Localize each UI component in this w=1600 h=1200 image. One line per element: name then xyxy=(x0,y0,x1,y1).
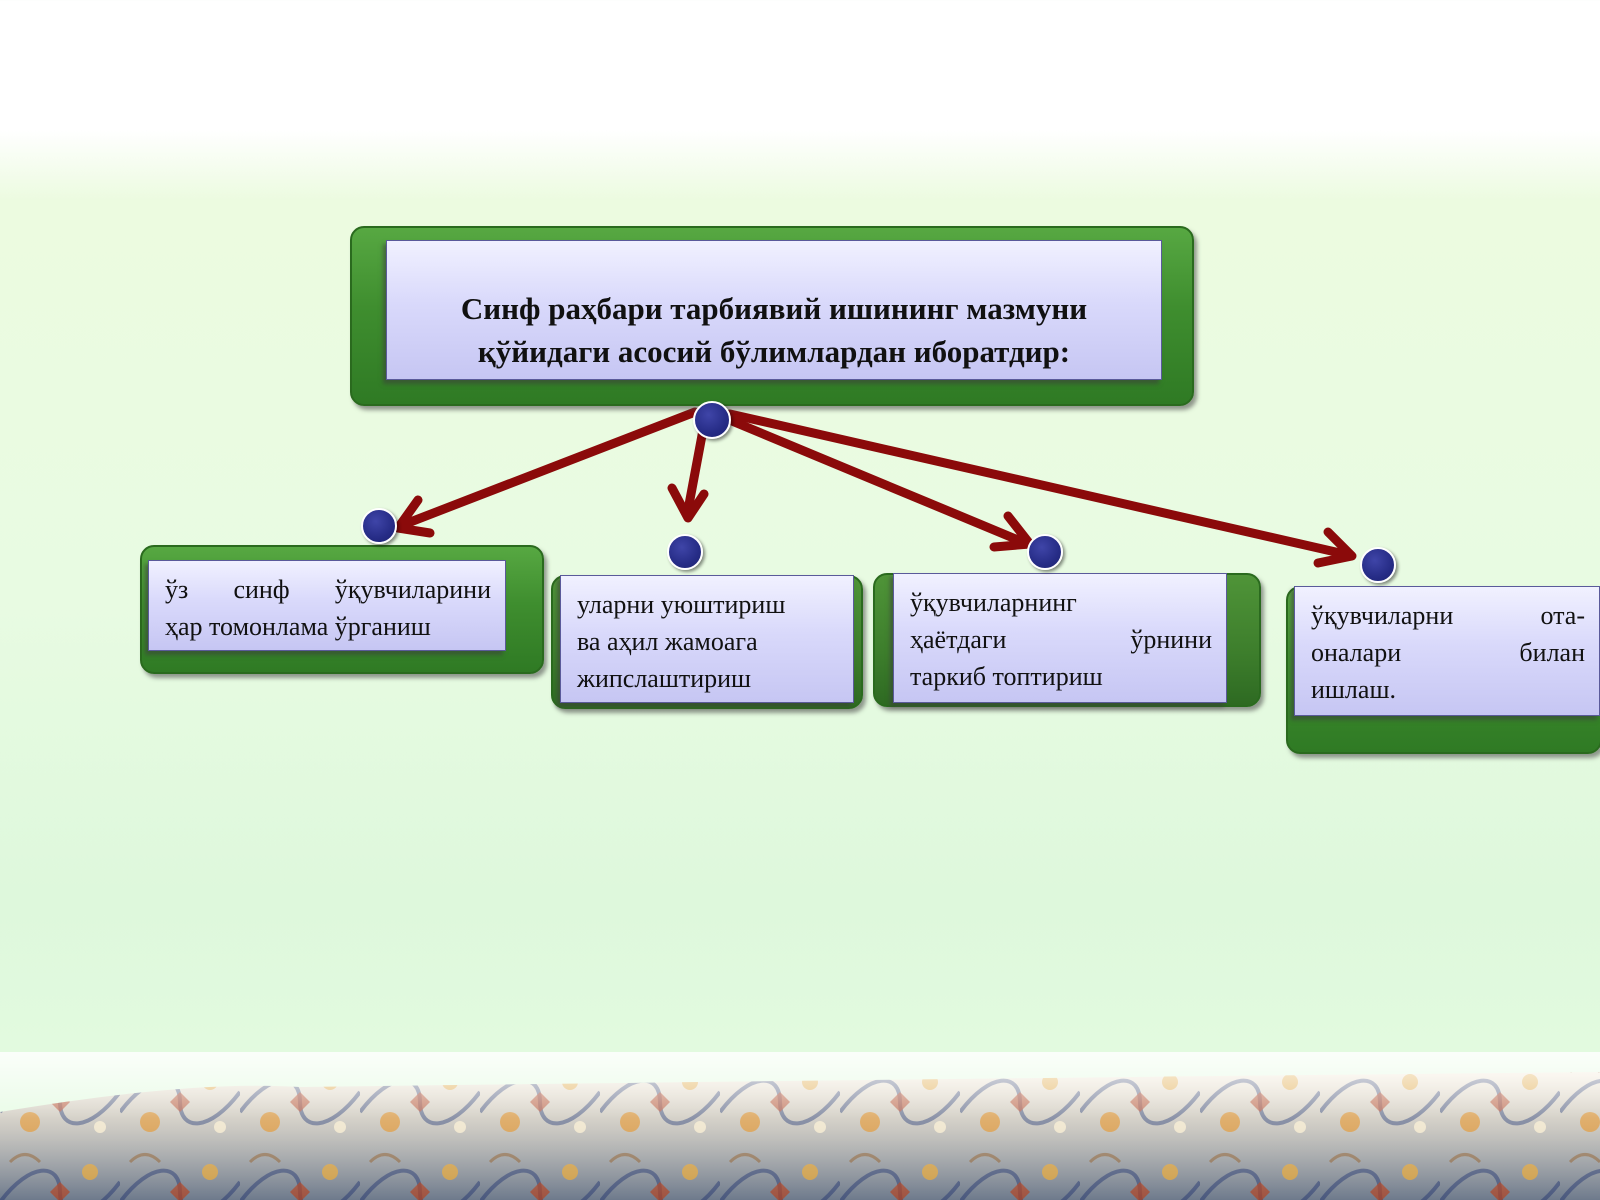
item-1-box: ўз синф ўқувчиларини ҳар томонлама ўрган… xyxy=(148,560,506,651)
node-item-3 xyxy=(1027,534,1063,570)
node-item-2 xyxy=(667,534,703,570)
item-2-line-1: уларни уюштириш xyxy=(577,590,786,619)
item-1-line-1: ўз синф ўқувчиларини xyxy=(165,575,491,604)
title-box: Синф раҳбари тарбиявий ишининг мазмуни қ… xyxy=(386,240,1162,380)
root-node xyxy=(693,401,731,439)
arrow-4 xyxy=(725,409,1345,558)
node-item-1 xyxy=(361,508,397,544)
item-1-line-2: ҳар томонлама ўрганиш xyxy=(165,612,431,641)
arrow-2 xyxy=(683,425,708,515)
item-4-box: ўқувчиларни ота- оналари билан ишлаш. xyxy=(1294,586,1600,716)
item-3-box: ўқувчиларнинг ҳаётдаги ўрнини таркиб топ… xyxy=(893,573,1227,703)
item-2-box: уларни уюштириш ва аҳил жамоага жипслашт… xyxy=(560,575,854,703)
arrow-3 xyxy=(715,411,1023,545)
item-3-line-2: ҳаётдаги ўрнини xyxy=(910,625,1212,654)
ornament-band xyxy=(0,1052,1600,1200)
item-2-line-2: ва аҳил жамоага xyxy=(577,627,758,656)
item-3-line-1: ўқувчиларнинг xyxy=(910,588,1077,617)
item-4-line-2: оналари билан xyxy=(1311,638,1585,667)
item-2-line-3: жипслаштириш xyxy=(577,664,752,693)
item-3-line-3: таркиб топтириш xyxy=(910,662,1103,691)
arrowhead-4 xyxy=(1313,527,1357,568)
item-4-line-3: ишлаш. xyxy=(1311,675,1396,704)
arrow-1 xyxy=(395,407,700,531)
title-text: Синф раҳбари тарбиявий ишининг мазмуни қ… xyxy=(460,291,1088,369)
node-item-4 xyxy=(1360,547,1396,583)
arrowhead-2 xyxy=(667,483,709,523)
item-4-line-1: ўқувчиларни ота- xyxy=(1311,601,1585,630)
arrowhead-1 xyxy=(393,495,435,538)
